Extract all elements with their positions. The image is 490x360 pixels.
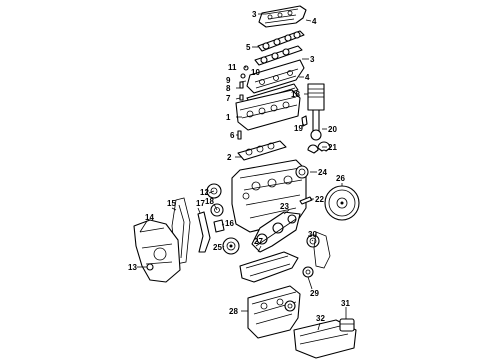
callout-18: 18 <box>291 90 300 99</box>
tensioner[interactable] <box>213 219 225 233</box>
crank-pulley[interactable] <box>222 237 240 255</box>
callout-6: 6 <box>230 131 235 140</box>
callout-10: 10 <box>251 68 260 77</box>
leader-lines <box>137 13 347 331</box>
crankshaft[interactable] <box>251 211 301 253</box>
callout-21: 21 <box>328 143 337 152</box>
callout-8: 8 <box>226 84 231 93</box>
timing-chain[interactable] <box>171 197 191 265</box>
dowel-pin[interactable] <box>299 196 313 205</box>
callout-5: 5 <box>246 43 251 52</box>
callout-20: 20 <box>328 125 337 134</box>
callout-12: 12 <box>200 188 209 197</box>
balance-shaft-module[interactable] <box>247 285 301 339</box>
callout-3b: 3 <box>310 55 315 64</box>
callout-18b: 18 <box>205 197 214 206</box>
callout-26: 26 <box>336 174 345 183</box>
callout-24: 24 <box>318 168 327 177</box>
callout-28: 28 <box>229 307 238 316</box>
callouts: 3 4 5 3 11 10 4 9 8 7 1 6 2 18 19 20 21 … <box>128 10 350 323</box>
callout-3: 3 <box>252 10 257 19</box>
callout-11: 11 <box>228 63 237 72</box>
piston-assembly[interactable] <box>301 83 331 154</box>
callout-29: 29 <box>310 289 319 298</box>
valve-cover-top[interactable] <box>258 5 307 28</box>
callout-7: 7 <box>226 94 231 103</box>
callout-4b: 4 <box>305 73 310 82</box>
camshaft-lower[interactable] <box>254 45 303 66</box>
callout-17: 17 <box>196 199 205 208</box>
oil-filter[interactable] <box>339 318 355 332</box>
rear-main-seal[interactable] <box>295 165 309 179</box>
balance-sprocket[interactable] <box>302 266 314 278</box>
head-gasket[interactable] <box>237 140 287 161</box>
callout-22: 22 <box>315 195 324 204</box>
callout-9: 9 <box>226 76 231 85</box>
callout-13: 13 <box>128 263 137 272</box>
callout-32: 32 <box>316 314 325 323</box>
callout-31: 31 <box>341 299 350 308</box>
callout-23: 23 <box>280 202 289 211</box>
callout-2: 2 <box>227 153 232 162</box>
callout-1: 1 <box>226 113 231 122</box>
camshaft-carrier[interactable] <box>246 59 305 94</box>
callout-16: 16 <box>225 219 234 228</box>
callout-27: 27 <box>254 237 263 246</box>
camshaft-upper[interactable] <box>257 30 305 52</box>
front-seal[interactable] <box>146 263 154 271</box>
callout-30: 30 <box>308 230 317 239</box>
callout-25: 25 <box>213 243 222 252</box>
flywheel[interactable] <box>324 185 360 221</box>
callout-4: 4 <box>312 17 317 26</box>
timing-cover[interactable] <box>133 219 181 283</box>
oil-pan-gasket[interactable] <box>239 251 299 283</box>
cylinder-head[interactable] <box>235 89 301 131</box>
balance-chain[interactable] <box>313 231 331 269</box>
timing-guide[interactable] <box>197 211 211 253</box>
callout-14: 14 <box>145 213 154 222</box>
callout-15: 15 <box>167 199 176 208</box>
callout-19: 19 <box>294 124 303 133</box>
